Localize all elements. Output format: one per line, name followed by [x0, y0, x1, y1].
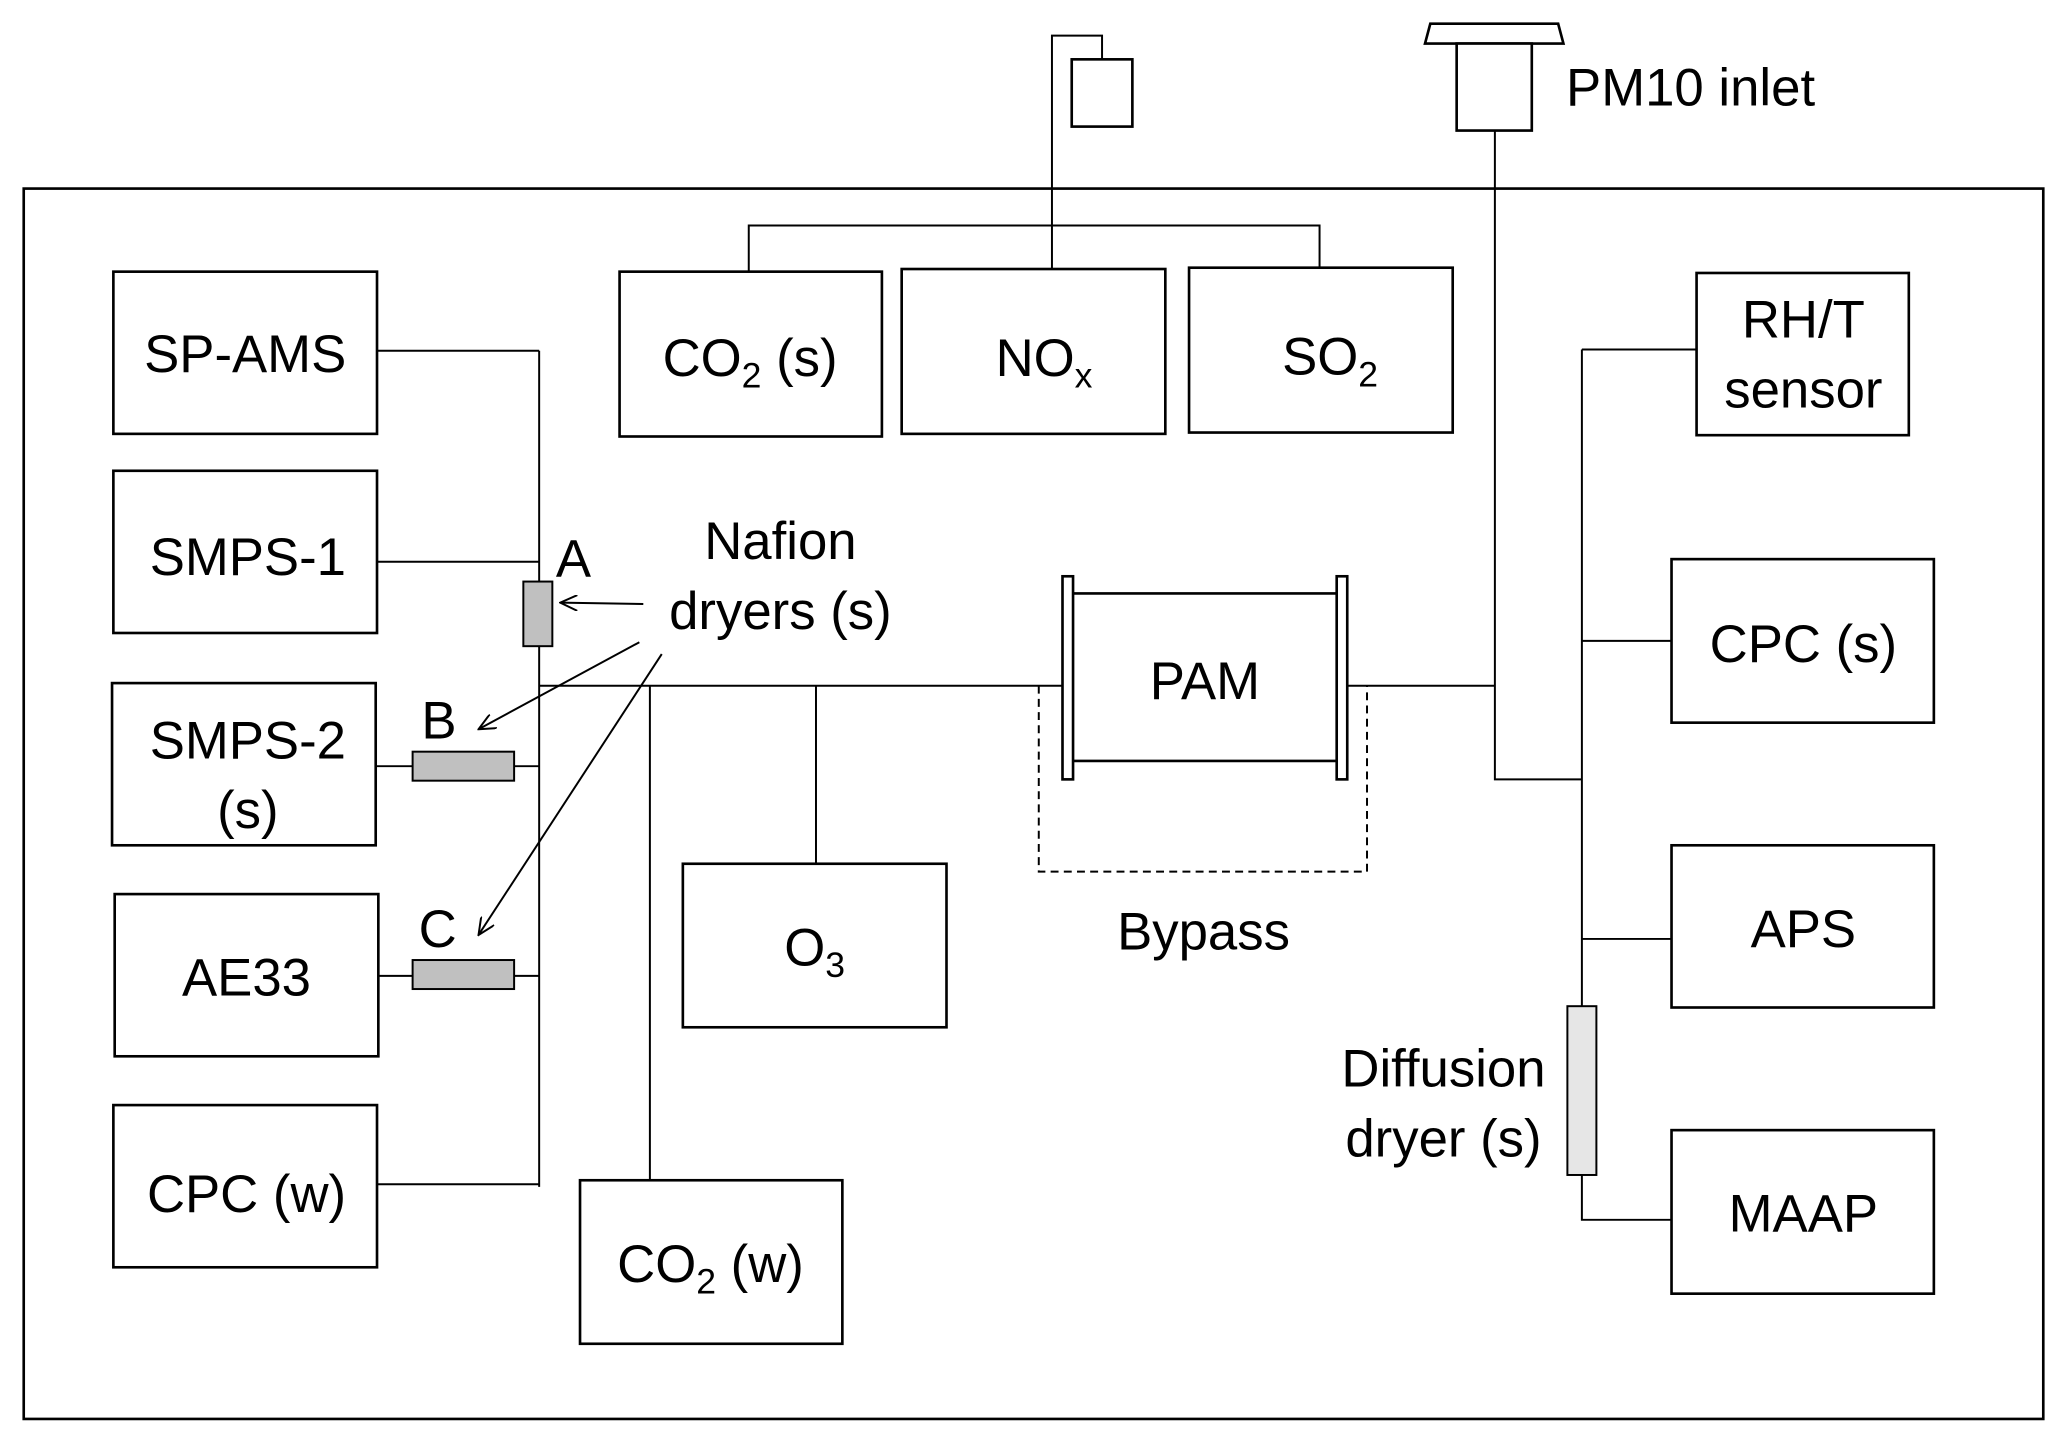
- bypass-line: [1037, 685, 1369, 873]
- nafion-dryer-c: [411, 959, 516, 991]
- container-outline: [22, 187, 2045, 1421]
- gas-inlet: [1070, 58, 1134, 128]
- nafion-arrows: [479, 603, 663, 935]
- nox-box: [900, 267, 1167, 436]
- nafion-dryer-a: [522, 580, 554, 648]
- rht-label-1: RH/T: [1742, 291, 1865, 350]
- tubing-lines: [375, 34, 1697, 1221]
- smps1-box: [112, 469, 379, 635]
- ae33-box: [113, 892, 380, 1058]
- ae33-label: AE33: [182, 949, 311, 1008]
- smps2-box: [110, 681, 378, 847]
- rht-sensor-box: [1695, 271, 1911, 437]
- sp-ams-box: [112, 270, 379, 436]
- aps-label: APS: [1751, 900, 1856, 959]
- pam-reactor: PAM: [1061, 574, 1349, 781]
- diffusion-label-2: dryer (s): [1345, 1110, 1541, 1169]
- maap-box: [1670, 1128, 1936, 1295]
- diffusion-label-1: Diffusion: [1341, 1040, 1545, 1099]
- sp-ams-label: SP-AMS: [144, 325, 346, 384]
- co2-s-label: CO2 (s): [663, 329, 838, 396]
- smps2-label-2: (s): [217, 781, 278, 840]
- cpc-w-label: CPC (w): [147, 1165, 346, 1224]
- aps-box: [1670, 843, 1936, 1009]
- so2-box: [1187, 266, 1455, 434]
- cpc-w-box: [112, 1103, 379, 1269]
- dryer-c-label: C: [419, 900, 457, 959]
- dryer-b-label: B: [421, 691, 456, 750]
- smps2-label-1: SMPS-2: [150, 711, 346, 770]
- nox-label: NOx: [996, 329, 1093, 396]
- pm10-inlet: PM10 inlet: [1423, 22, 1815, 132]
- so2-label: SO2: [1282, 328, 1378, 395]
- nafion-dryer-b: [411, 750, 516, 782]
- rht-label-2: sensor: [1724, 360, 1882, 419]
- o3-label: O3: [784, 918, 845, 985]
- dryer-a-label: A: [556, 529, 592, 588]
- nafion-label-2: dryers (s): [669, 582, 892, 641]
- pm10-inlet-label: PM10 inlet: [1566, 58, 1815, 117]
- pam-label: PAM: [1150, 652, 1260, 711]
- bypass-label: Bypass: [1117, 902, 1290, 961]
- nafion-label-1: Nafion: [704, 512, 856, 571]
- diffusion-dryer: [1566, 1005, 1598, 1176]
- smps1-label: SMPS-1: [150, 528, 346, 587]
- maap-label: MAAP: [1729, 1185, 1878, 1244]
- co2-w-box: [578, 1178, 844, 1346]
- co2-w-label: CO2 (w): [617, 1235, 804, 1302]
- co2-s-box: [618, 270, 884, 438]
- o3-box: [681, 862, 948, 1029]
- cpc-s-label: CPC (s): [1710, 615, 1897, 674]
- cpc-s-box: [1670, 557, 1936, 724]
